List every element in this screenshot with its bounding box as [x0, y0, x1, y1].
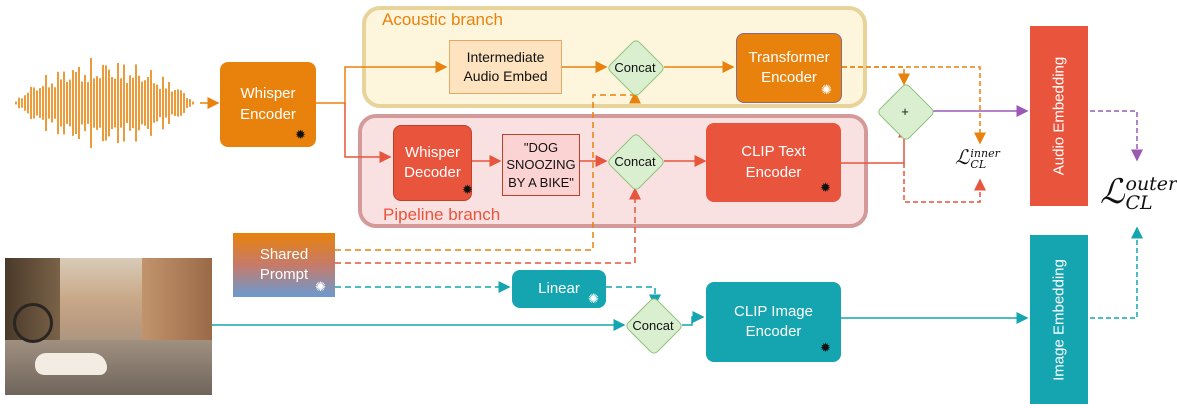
snowflake-icon: ✺	[315, 279, 326, 294]
pipeline-branch-title: Pipeline branch	[383, 205, 501, 224]
audio-embedding-label: Audio Embedding	[1050, 56, 1068, 176]
snowflake-icon: ✺	[588, 291, 599, 306]
flame-icon: ✹	[295, 127, 306, 142]
shared-prompt-label: Shared Prompt	[259, 245, 309, 283]
concat-acoustic-label: Concat	[614, 59, 656, 75]
snowflake-icon: ✺	[821, 82, 832, 97]
plus-fusion: +	[876, 82, 936, 142]
concat-pipeline: Concat	[606, 132, 666, 192]
clip-text-encoder-label: CLIP Text Encoder	[741, 143, 806, 181]
transformer-encoder: Transformer Encoder	[736, 33, 842, 103]
concat-acoustic: Concat	[606, 38, 666, 98]
inner-loss-sup: inner	[970, 146, 1000, 160]
outer-loss-sub: CL	[1125, 192, 1153, 214]
outer-loss-symbol: ℒ	[1100, 172, 1125, 212]
acoustic-branch-title: Acoustic branch	[382, 10, 503, 29]
concat-pipeline-label: Concat	[614, 153, 656, 169]
transformer-encoder-label: Transformer Encoder	[748, 48, 830, 86]
image-embedding: Image Embedding	[1030, 235, 1088, 404]
clip-image-encoder: CLIP Image Encoder	[706, 282, 841, 362]
whisper-encoder-label: Whisper Encoder	[240, 85, 296, 123]
bike-icon	[13, 303, 53, 343]
dog-icon	[35, 353, 107, 375]
linear-label: Linear	[538, 279, 580, 297]
transcript-label: "DOG SNOOZING BY A BIKE"	[506, 139, 576, 190]
flame-icon: ✹	[462, 182, 473, 197]
linear-layer: Linear	[512, 270, 606, 308]
plus-fusion-label: +	[901, 103, 909, 119]
image-building-right	[142, 258, 212, 343]
flame-icon: ✹	[820, 180, 831, 195]
audio-embedding: Audio Embedding	[1030, 26, 1088, 206]
flame-icon: ✹	[820, 340, 831, 355]
shared-prompt: Shared Prompt	[233, 233, 335, 297]
inner-loss-symbol: ℒ	[955, 145, 970, 169]
whisper-encoder: Whisper Encoder	[220, 62, 316, 147]
clip-image-encoder-label: CLIP Image Encoder	[734, 302, 813, 340]
intermediate-audio-embed-label: Intermediate Audio Embed	[463, 49, 548, 84]
concat-image: Concat	[624, 296, 684, 356]
intermediate-audio-embed: Intermediate Audio Embed	[449, 40, 562, 94]
whisper-decoder-label: Whisper Decoder	[404, 143, 461, 181]
clip-text-encoder: CLIP Text Encoder	[706, 123, 841, 202]
concat-image-label: Concat	[632, 317, 674, 333]
transcript-text: "DOG SNOOZING BY A BIKE"	[502, 134, 580, 196]
inner-loss-sub: CL	[970, 157, 987, 171]
image-embedding-label: Image Embedding	[1050, 258, 1068, 381]
whisper-decoder: Whisper Decoder	[393, 125, 472, 201]
outer-loss-sup: outer	[1125, 173, 1177, 195]
input-image	[5, 258, 212, 395]
